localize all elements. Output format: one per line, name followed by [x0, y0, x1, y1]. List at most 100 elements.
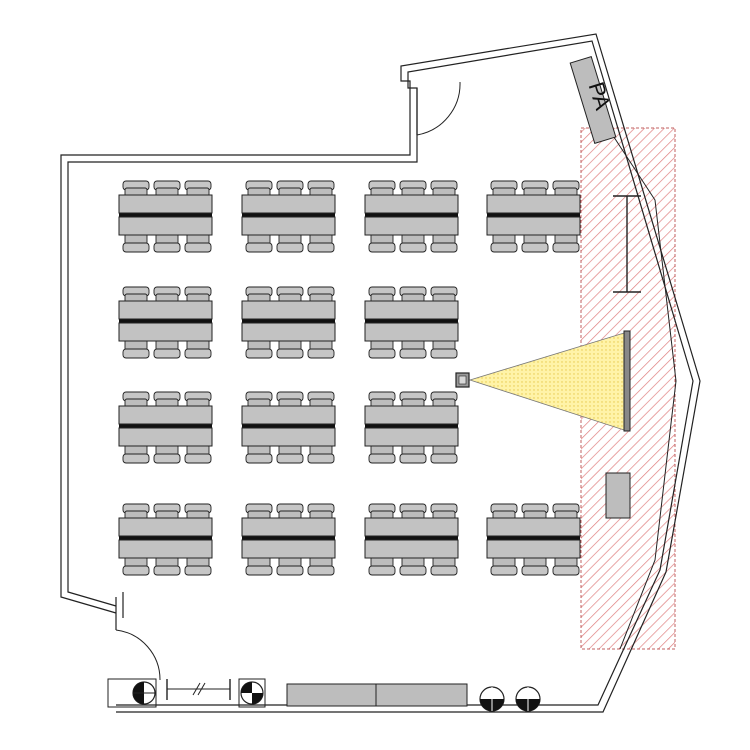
chair	[368, 232, 396, 253]
table	[364, 517, 459, 537]
table	[364, 427, 459, 447]
table-group	[118, 391, 213, 464]
projection-screen-icon	[623, 330, 631, 432]
chair	[153, 555, 181, 576]
chair	[184, 555, 212, 576]
chair	[184, 232, 212, 253]
chair	[153, 443, 181, 464]
chair	[368, 443, 396, 464]
door-arc-icon	[416, 81, 461, 136]
chair	[307, 443, 335, 464]
bottom-equipment	[107, 678, 541, 712]
chair	[153, 232, 181, 253]
table	[118, 405, 213, 425]
chair	[184, 443, 212, 464]
table	[118, 216, 213, 236]
table	[486, 517, 581, 537]
table	[241, 300, 336, 320]
chair	[276, 555, 304, 576]
table	[364, 194, 459, 214]
table	[118, 300, 213, 320]
chair	[122, 232, 150, 253]
speaker-pa-icon	[569, 55, 617, 145]
table	[364, 539, 459, 559]
chair	[399, 443, 427, 464]
chair	[521, 232, 549, 253]
table	[118, 539, 213, 559]
top-door	[416, 81, 461, 136]
chair	[552, 232, 580, 253]
table	[241, 427, 336, 447]
chair	[307, 232, 335, 253]
chair	[399, 555, 427, 576]
table	[241, 517, 336, 537]
table	[364, 405, 459, 425]
table-group	[241, 286, 336, 359]
table-group	[364, 503, 459, 576]
table	[241, 194, 336, 214]
outlet-icon	[240, 681, 264, 705]
projector-icon	[455, 372, 470, 388]
chair	[490, 232, 518, 253]
chair	[245, 443, 273, 464]
chair	[430, 443, 458, 464]
table	[241, 539, 336, 559]
chair	[122, 555, 150, 576]
whiteboard-icon	[613, 195, 641, 293]
table	[118, 322, 213, 342]
table	[118, 194, 213, 214]
stage-edge-line	[607, 127, 677, 650]
chair	[490, 555, 518, 576]
chair	[245, 232, 273, 253]
chair	[430, 338, 458, 359]
table-group	[241, 180, 336, 253]
table-group	[486, 180, 581, 253]
table-group	[486, 503, 581, 576]
table-group	[241, 503, 336, 576]
chair	[368, 338, 396, 359]
table	[241, 322, 336, 342]
rack-icon	[166, 679, 231, 700]
table	[118, 427, 213, 447]
walls	[60, 33, 701, 713]
table	[364, 322, 459, 342]
table	[486, 194, 581, 214]
outlet-icon	[479, 686, 505, 712]
outlet-icon	[132, 681, 156, 705]
chair	[430, 232, 458, 253]
table	[486, 216, 581, 236]
table	[364, 300, 459, 320]
table-group	[364, 286, 459, 359]
chair	[122, 443, 150, 464]
chair	[521, 555, 549, 576]
chair	[307, 503, 335, 524]
chair	[245, 338, 273, 359]
table	[118, 517, 213, 537]
door-arc-icon	[115, 629, 161, 681]
chair	[307, 338, 335, 359]
projector-beam	[468, 332, 625, 431]
table	[241, 405, 336, 425]
chair	[122, 338, 150, 359]
table	[486, 539, 581, 559]
outlet-icon	[515, 686, 541, 712]
cabinet	[286, 683, 468, 707]
chair	[276, 443, 304, 464]
table-group	[364, 391, 459, 464]
table-group	[118, 286, 213, 359]
chair	[307, 555, 335, 576]
table-group	[364, 180, 459, 253]
table	[241, 216, 336, 236]
table	[364, 216, 459, 236]
chair	[399, 232, 427, 253]
chair	[399, 338, 427, 359]
chair	[430, 555, 458, 576]
chair	[153, 338, 181, 359]
chair	[552, 555, 580, 576]
bottom-door	[115, 608, 161, 681]
chair	[184, 338, 212, 359]
chair	[368, 555, 396, 576]
seating-groups	[118, 180, 581, 576]
table-group	[118, 180, 213, 253]
